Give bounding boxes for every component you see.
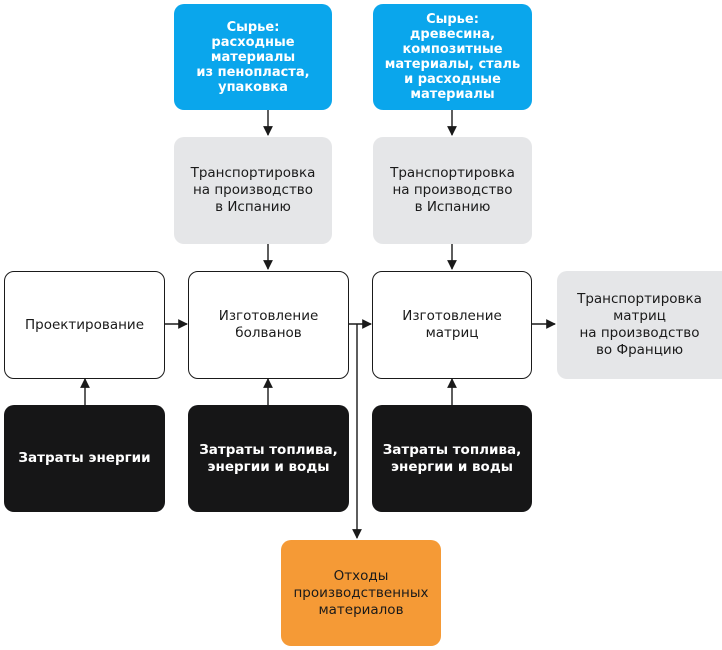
production-waste-box: Отходы производственных материалов [281, 540, 441, 646]
transport-france-label: Транспортировка матриц на производство в… [577, 291, 702, 358]
raw-materials-foam-box: Сырье: расходные материалы из пенопласта… [174, 4, 332, 110]
fuel-energy-water-box-2: Затраты топлива, энергии и воды [372, 405, 532, 512]
plug-making-box: Изготовление болванов [188, 271, 349, 379]
fuel-energy-water-label-2: Затраты топлива, энергии и воды [382, 441, 522, 475]
energy-costs-box: Затраты энергии [4, 405, 165, 512]
fuel-energy-water-label-1: Затраты топлива, энергии и воды [199, 441, 338, 475]
energy-costs-label: Затраты энергии [18, 450, 151, 466]
design-box: Проектирование [4, 271, 165, 379]
raw-materials-wood-box: Сырье: древесина, композитные материалы,… [373, 4, 532, 110]
matrix-making-box: Изготовление матриц [372, 271, 532, 379]
fuel-energy-water-box-1: Затраты топлива, энергии и воды [188, 405, 349, 512]
transport-spain-box-1: Транспортировка на производство в Испани… [174, 137, 332, 244]
raw-materials-foam-label: Сырье: расходные материалы из пенопласта… [196, 19, 310, 95]
transport-spain-box-2: Транспортировка на производство в Испани… [373, 137, 532, 244]
matrix-making-label: Изготовление матриц [402, 308, 502, 341]
raw-materials-wood-label: Сырье: древесина, композитные материалы,… [384, 12, 521, 102]
transport-france-box: Транспортировка матриц на производство в… [557, 271, 722, 379]
transport-spain-label-1: Транспортировка на производство в Испани… [190, 165, 316, 215]
plug-making-label: Изготовление болванов [218, 308, 319, 341]
transport-spain-label-2: Транспортировка на производство в Испани… [390, 165, 515, 215]
production-waste-label: Отходы производственных материалов [293, 567, 429, 618]
design-label: Проектирование [24, 316, 145, 333]
